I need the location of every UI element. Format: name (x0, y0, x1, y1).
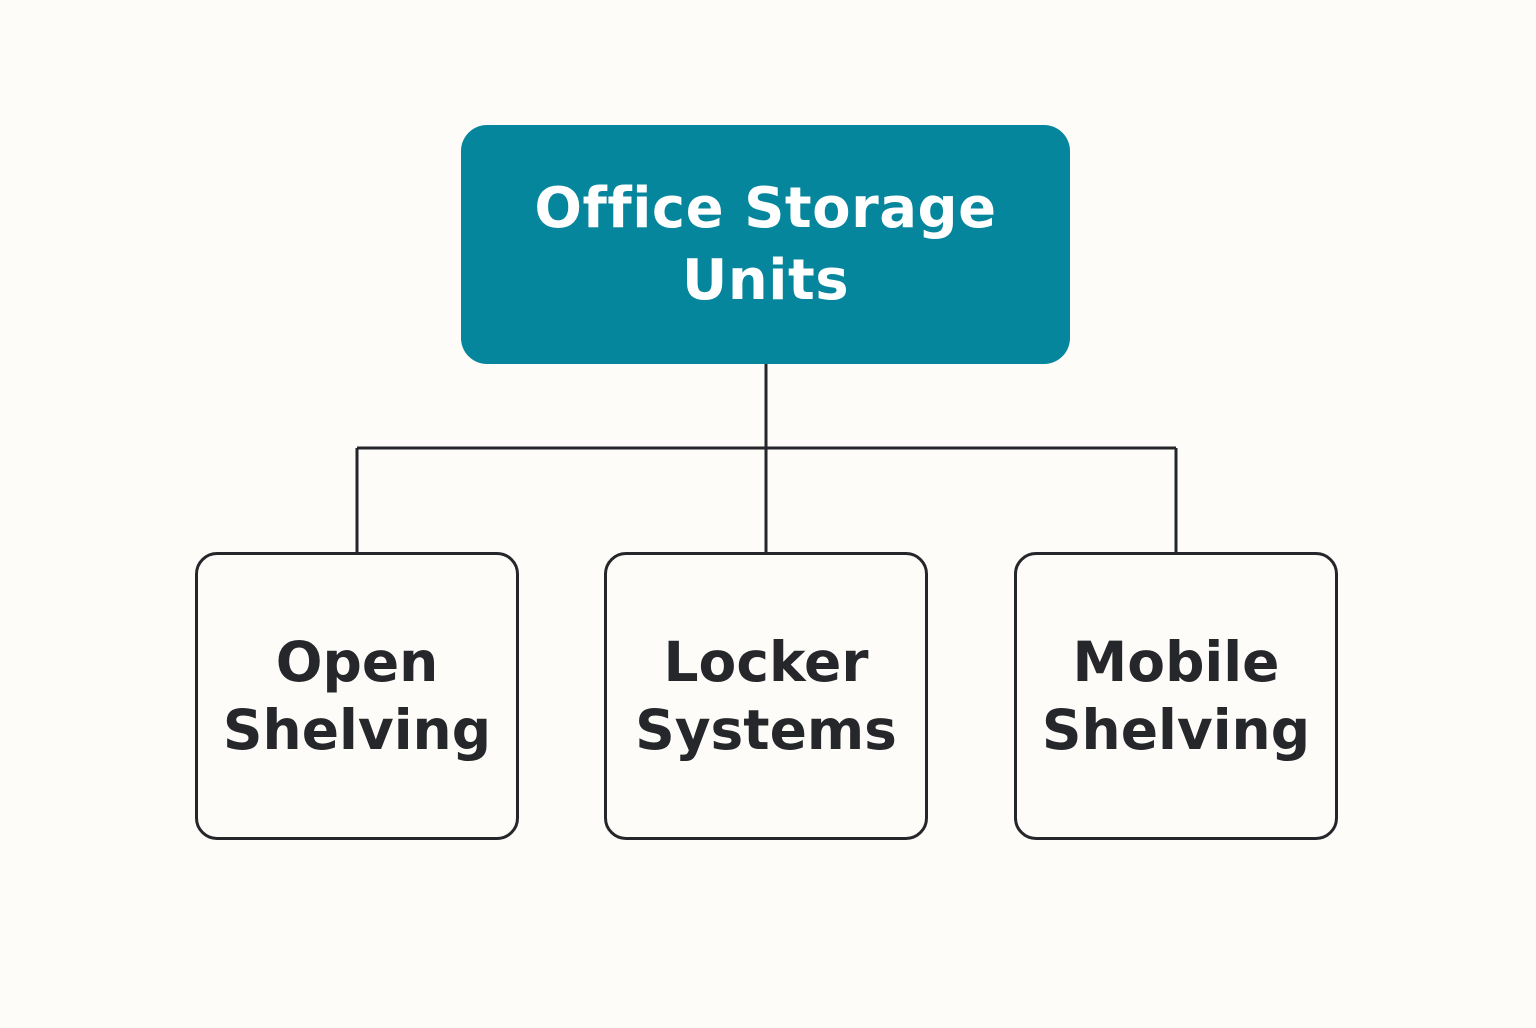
child-node-label: Open Shelving (223, 628, 491, 764)
child-label-line-1: Locker (663, 630, 869, 694)
child-node-open-shelving: Open Shelving (195, 552, 519, 840)
root-node-label: Office Storage Units (534, 173, 996, 317)
child-label-line-2: Systems (635, 698, 897, 762)
root-label-line-1: Office Storage (534, 175, 997, 241)
child-node-mobile-shelving: Mobile Shelving (1014, 552, 1338, 840)
child-label-line-2: Shelving (1041, 698, 1311, 762)
child-node-label: Mobile Shelving (1042, 628, 1310, 764)
child-label-line-1: Mobile (1072, 630, 1280, 694)
child-label-line-2: Shelving (222, 698, 492, 762)
child-node-locker-systems: Locker Systems (604, 552, 928, 840)
child-node-label: Locker Systems (635, 628, 897, 764)
root-label-line-2: Units (681, 247, 850, 313)
root-node-office-storage-units: Office Storage Units (461, 125, 1070, 364)
child-label-line-1: Open (275, 630, 439, 694)
